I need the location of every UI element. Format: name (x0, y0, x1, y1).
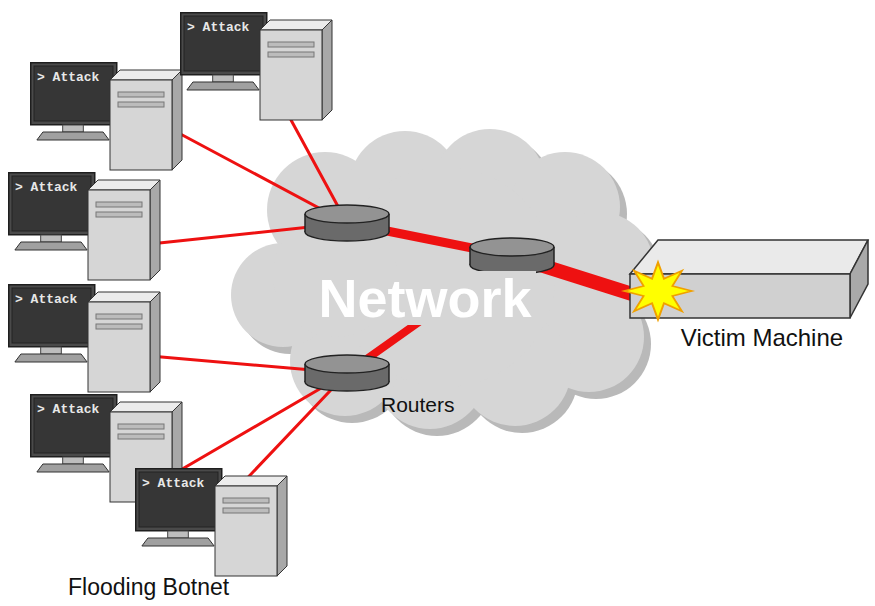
monitor-bezel (31, 395, 117, 457)
tower-side (322, 20, 332, 120)
tower-front (260, 30, 322, 120)
tower-top (110, 70, 182, 80)
tower-front (88, 302, 150, 392)
cloud-shadow (238, 136, 661, 436)
tower-case (88, 292, 160, 392)
screen-text: > Attack (187, 20, 249, 36)
machine-side (850, 240, 868, 318)
screen-text: > Attack (15, 292, 77, 308)
drive-bay (223, 508, 269, 513)
monitor-neck (41, 347, 62, 354)
monitor-screen (184, 16, 263, 71)
monitor-neck (168, 531, 189, 538)
cloud-label: Network (314, 271, 535, 325)
monitor-screen (139, 472, 218, 527)
drive-bay (268, 42, 314, 47)
tower-top (88, 180, 160, 190)
tower-top (88, 292, 160, 302)
tower-front (215, 486, 277, 576)
label: Routers (381, 393, 455, 416)
cloud-body (231, 129, 654, 429)
drive-bay (223, 498, 269, 503)
tower-case (88, 180, 160, 280)
drive-bay (96, 314, 142, 319)
router (470, 238, 554, 274)
drive-bay (96, 212, 142, 217)
screen-text: > Attack (142, 476, 204, 492)
router (305, 355, 389, 391)
monitor-base (37, 464, 109, 472)
monitor-bezel (31, 63, 117, 125)
impact-star (624, 262, 692, 319)
screen-text: > Attack (37, 70, 99, 86)
monitor-neck (63, 125, 84, 132)
machine-label: Victim Machine (681, 324, 843, 352)
attack-computer: > Attack (8, 172, 160, 282)
screen-text: > Attack (15, 180, 77, 196)
tower-top (110, 402, 182, 412)
drive-bay (118, 434, 164, 439)
tower-side (277, 476, 287, 576)
monitor-bezel (9, 173, 95, 235)
drive-bay (268, 52, 314, 57)
tower-front (88, 190, 150, 280)
drive-bay (118, 102, 164, 107)
monitor-base (37, 132, 109, 140)
monitor-neck (213, 75, 234, 82)
machine-illustration (628, 236, 872, 322)
victim-machine: Victim Machine (628, 236, 870, 352)
screen-text: > Attack (37, 402, 99, 418)
tower-case (110, 70, 182, 170)
monitor-screen (34, 66, 113, 121)
attack-computer: > Attack (8, 284, 160, 394)
tower-side (150, 180, 160, 280)
monitor-bezel (136, 469, 222, 531)
monitor-neck (41, 235, 62, 242)
drive-bay (118, 92, 164, 97)
attack-computer: > Attack (180, 12, 332, 122)
monitor-neck (63, 457, 84, 464)
attack-computer: > Attack (135, 468, 287, 578)
machine-top (630, 240, 868, 274)
tower-case (215, 476, 287, 576)
drive-bay (96, 324, 142, 329)
monitor-base (187, 82, 259, 90)
monitor-screen (34, 398, 113, 453)
drive-bay (96, 202, 142, 207)
monitor-base (15, 354, 87, 362)
tower-top (260, 20, 332, 30)
label: Flooding Botnet (68, 575, 229, 600)
monitor-base (142, 538, 214, 546)
monitor-bezel (181, 13, 267, 75)
monitor-screen (12, 288, 91, 343)
router (305, 205, 389, 241)
monitor-screen (12, 176, 91, 231)
tower-front (110, 80, 172, 170)
attack-computer: > Attack (30, 62, 182, 172)
tower-case (260, 20, 332, 120)
drive-bay (118, 424, 164, 429)
tower-side (172, 70, 182, 170)
network-cloud: Network (215, 125, 655, 430)
monitor-bezel (9, 285, 95, 347)
monitor-base (15, 242, 87, 250)
tower-top (215, 476, 287, 486)
tower-side (150, 292, 160, 392)
